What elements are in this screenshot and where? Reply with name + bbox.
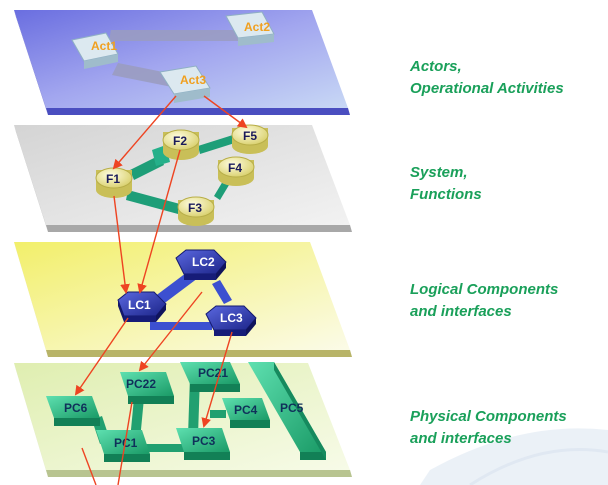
physical-pc21-label: PC21 [198,366,228,380]
trace-arrow [74,317,129,396]
trace-arrow [112,95,177,170]
layer-label-line: Actors, [410,58,462,75]
function-f4-label: F4 [228,161,242,175]
logical-lc3-label: LC3 [220,311,243,325]
physical-pc4-label: PC4 [234,403,258,417]
actor-act1-label: Act1 [91,39,117,53]
physical-pc6: PC6 [46,396,100,426]
layer-label-line: and interfaces [410,303,512,320]
function-f1: F1 [95,167,133,198]
logical-lc1-label: LC1 [128,298,151,312]
physical-pc6-label: PC6 [64,401,88,415]
physical-pc5-label: PC5 [280,401,304,415]
trace-arrow [137,149,181,294]
layer-label-line: Functions [410,186,482,203]
logical-lc2: LC2 [175,249,227,280]
physical-pc21: PC21 [180,362,240,392]
physical-pc5: PC5 [248,362,326,460]
physical-pc1-label: PC1 [114,436,138,450]
plane-system [14,125,352,232]
physical-pc22: PC22 [120,372,174,404]
trace-arrow [113,195,130,294]
layer-label-line: Logical Components [410,281,559,298]
physical-pc3-label: PC3 [192,434,216,448]
function-f1-label: F1 [106,172,120,186]
physical-pc4: PC4 [222,398,270,428]
logical-lc3: LC3 [205,305,257,336]
function-f2-label: F2 [173,134,187,148]
layer-label-line: System, [410,164,468,181]
actor-act3-label: Act3 [180,73,206,87]
trace-stubs [81,401,133,485]
plane-logical [14,242,352,357]
actor-links [109,30,241,87]
trace-arrow [201,331,233,428]
logical-lc1: LC1 [117,291,167,322]
actor-act2-label: Act2 [244,20,270,34]
layer-label-logical: Logical Components and interfaces [410,279,558,323]
physical-pc3: PC3 [176,428,230,460]
trace-arrow [138,291,203,372]
function-f3: F3 [177,196,215,226]
function-f3-label: F3 [188,201,202,215]
actor-act1: Act1 [71,32,119,69]
actor-act2: Act2 [225,11,275,46]
physical-pc1: PC1 [96,430,150,462]
function-f5: F5 [231,124,269,154]
logical-lc2-label: LC2 [192,255,215,269]
layer-label-operational: Actors, Operational Activities [410,56,564,100]
layer-label-physical: Physical Components and interfaces [410,406,567,450]
function-f5-label: F5 [243,129,257,143]
layer-label-line: and interfaces [410,430,512,447]
background-swirl [420,428,608,485]
layer-label-system: System, Functions [410,162,482,206]
actor-act3: Act3 [159,65,211,103]
layer-label-line: Physical Components [410,408,567,425]
physical-pc22-label: PC22 [126,377,156,391]
function-f2: F2 [162,129,200,160]
trace-arrow [203,95,248,129]
function-f4: F4 [217,156,255,186]
trace-arrows [74,95,248,428]
layer-label-line: Operational Activities [410,80,564,97]
